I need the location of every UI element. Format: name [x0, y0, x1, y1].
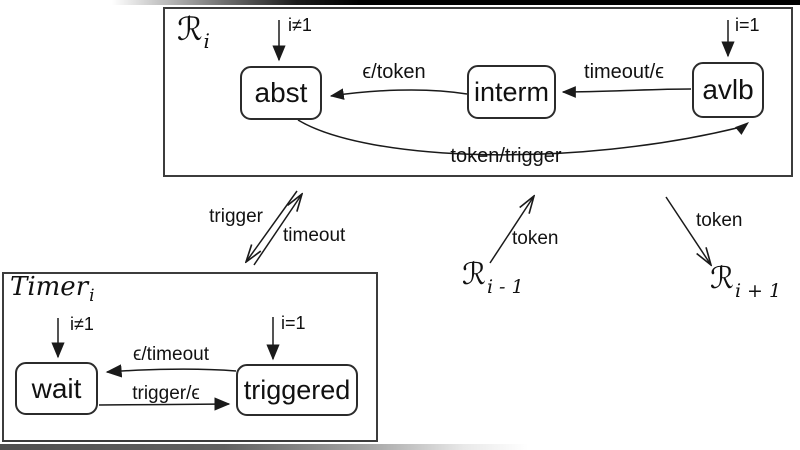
- channel-timeout-label: timeout: [283, 225, 346, 246]
- edge-wait-to-triggered-label: trigger/ϵ: [132, 383, 200, 404]
- edge-avlb-to-interm-arrow: [561, 86, 692, 98]
- state-abst: abst: [240, 66, 322, 120]
- state-triggered: triggered: [236, 364, 358, 416]
- timer-name-text: Timer: [10, 272, 89, 302]
- timer-machine-title: Timeri: [10, 272, 95, 305]
- state-wait: wait: [15, 362, 98, 415]
- edge-avlb-to-interm-label: timeout/ϵ: [584, 61, 664, 83]
- edge-triggered-to-wait-label: ϵ/timeout: [133, 344, 209, 365]
- edge-interm-to-abst-label: ϵ/token: [362, 61, 426, 83]
- r-init-right-label: i=1: [735, 15, 760, 35]
- r-init-left-label: i≠1: [288, 15, 312, 35]
- script-r-symbol: ℛ: [462, 257, 486, 292]
- script-r-symbol: ℛ: [710, 261, 734, 296]
- state-avlb-label: avlb: [702, 74, 754, 105]
- edge-abst-to-avlb-arrow: [297, 119, 742, 156]
- state-wait-label: wait: [31, 372, 82, 404]
- top-border-artifact: [0, 0, 800, 5]
- channel-token-to-next-label: token: [696, 210, 743, 231]
- neighbor-next-title: ℛi + 1: [710, 261, 781, 301]
- timer-init-left-label: i≠1: [70, 314, 94, 334]
- state-interm-label: interm: [473, 76, 549, 107]
- timer-init-right-label: i=1: [281, 313, 306, 333]
- channel-trigger-label: trigger: [209, 206, 263, 227]
- neighbor-prev-title: ℛi - 1: [462, 257, 524, 297]
- timer-subscript: i: [89, 286, 95, 306]
- script-r-symbol: ℛ: [177, 10, 203, 48]
- edge-triggered-to-wait-arrow: [105, 364, 237, 378]
- bottom-border-artifact: [0, 444, 800, 450]
- channel-token-from-prev-arrow: [489, 196, 534, 264]
- edge-interm-to-abst-arrow: [329, 88, 468, 100]
- state-avlb: avlb: [692, 62, 764, 118]
- neighbor-next-subscript: i + 1: [734, 280, 782, 302]
- r-machine-subscript: i: [203, 29, 210, 53]
- edge-abst-to-avlb-label: token/trigger: [450, 145, 562, 167]
- state-interm: interm: [467, 65, 556, 119]
- edge-abst-to-avlb-arrowhead: [735, 122, 749, 135]
- state-abst-label: abst: [254, 77, 308, 108]
- channel-token-from-prev-label: token: [512, 228, 559, 249]
- channel-token-to-next-arrow: [665, 196, 711, 265]
- neighbor-prev-subscript: i - 1: [486, 276, 524, 298]
- channel-timeout-arrow: [253, 194, 302, 266]
- r-machine-title: ℛi: [177, 10, 210, 51]
- state-triggered-label: triggered: [243, 374, 351, 405]
- edge-wait-to-triggered-arrow: [98, 397, 231, 411]
